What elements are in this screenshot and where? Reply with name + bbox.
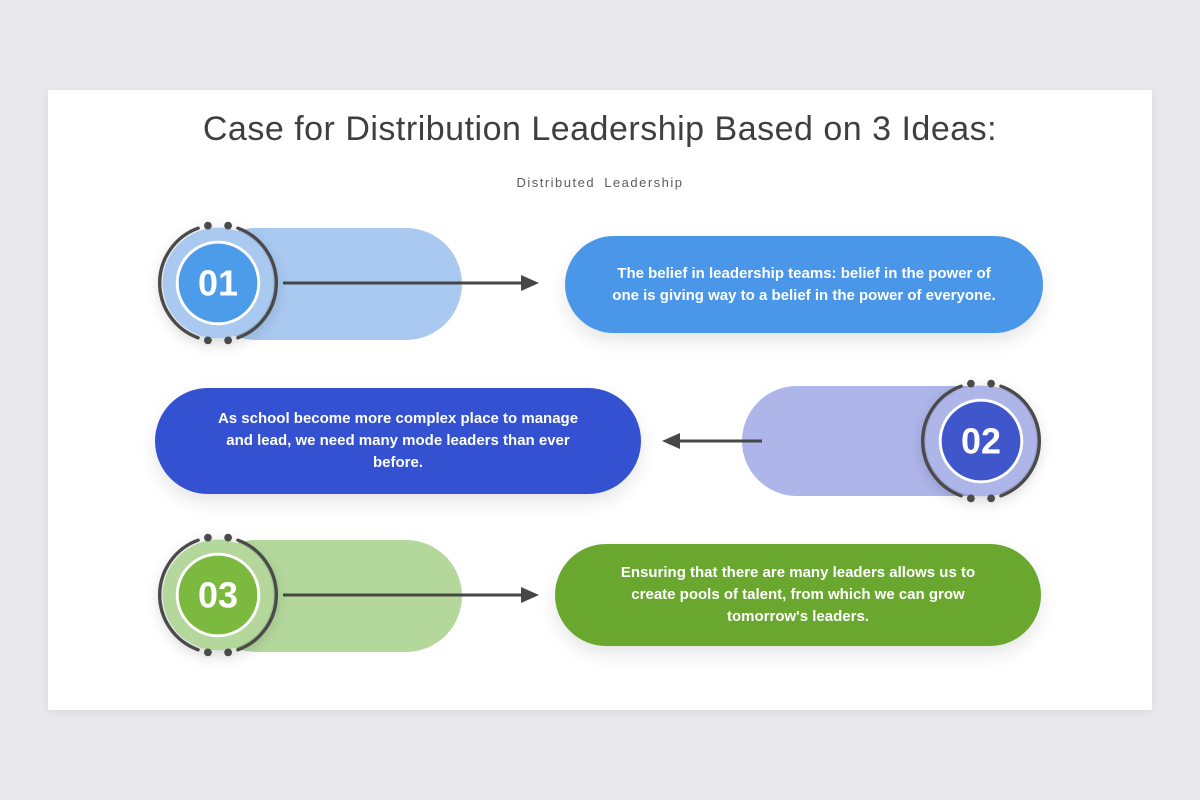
badge-arc-left xyxy=(921,384,963,498)
idea-pill-1: The belief in leadership teams: belief i… xyxy=(565,236,1043,333)
badge-dot xyxy=(987,379,995,388)
badge-dot xyxy=(204,221,212,230)
step-number-2: 02 xyxy=(961,421,1001,462)
badge-dot xyxy=(204,533,212,542)
badge-dot xyxy=(224,533,232,542)
step-number-3: 03 xyxy=(198,575,238,616)
arrow-right-icon xyxy=(283,587,539,603)
badge-arc-right xyxy=(236,226,278,340)
idea-text-2: As school become more complex place to m… xyxy=(217,410,579,471)
badge-dot xyxy=(224,336,232,345)
badge-dot xyxy=(204,336,212,345)
badge-inner-circle xyxy=(175,240,261,326)
step-badge-3: 03 xyxy=(158,533,278,657)
badge-dot xyxy=(224,648,232,657)
badge-arc-left xyxy=(158,226,200,340)
badge-dot xyxy=(967,379,975,388)
page-title: Case for Distribution Leadership Based o… xyxy=(202,110,998,148)
idea-pill-3: Ensuring that there are many leaders all… xyxy=(555,544,1041,646)
badge-dot xyxy=(967,494,975,503)
arrow-right-icon xyxy=(283,275,539,291)
idea-text-3: Ensuring that there are many leaders all… xyxy=(620,564,976,625)
page-subtitle: Distributed Leadership xyxy=(516,175,684,190)
badge-arc-left xyxy=(158,538,200,652)
badge-dot xyxy=(204,648,212,657)
arrow-left-icon xyxy=(662,433,762,449)
badge-inner-circle xyxy=(175,552,261,638)
badge-dot xyxy=(224,221,232,230)
badge-inner-circle xyxy=(938,398,1024,484)
badge-dot xyxy=(987,494,995,503)
step-badge-2: 02 xyxy=(921,379,1041,503)
badge-arc-right xyxy=(236,538,278,652)
idea-pill-2: As school become more complex place to m… xyxy=(155,388,641,494)
badge-arc-right xyxy=(999,384,1041,498)
step-number-1: 01 xyxy=(198,263,238,304)
idea-text-1: The belief in leadership teams: belief i… xyxy=(612,264,996,304)
step-badge-1: 01 xyxy=(158,221,278,345)
